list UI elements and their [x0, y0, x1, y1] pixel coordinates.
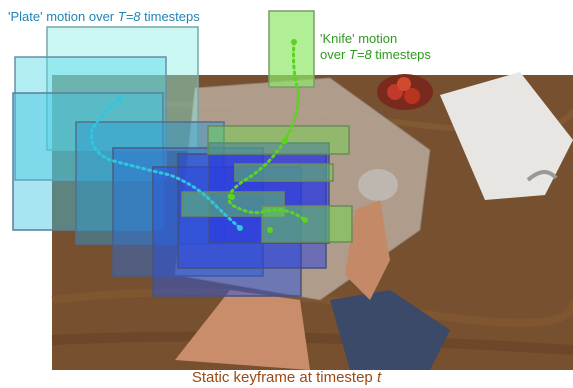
- knife-trajectory: [227, 39, 308, 233]
- knife-motion-label-line2: over T=8 timesteps: [320, 47, 431, 62]
- keyframe-caption: Static keyframe at timestep t: [191, 369, 382, 386]
- plate-motion-label: 'Plate' motion over T=8 timesteps: [8, 9, 200, 24]
- plate-trajectory: [89, 96, 243, 231]
- plate-motion-boxes: [12, 26, 330, 297]
- knife-motion-label-line1: 'Knife' motion: [320, 31, 398, 46]
